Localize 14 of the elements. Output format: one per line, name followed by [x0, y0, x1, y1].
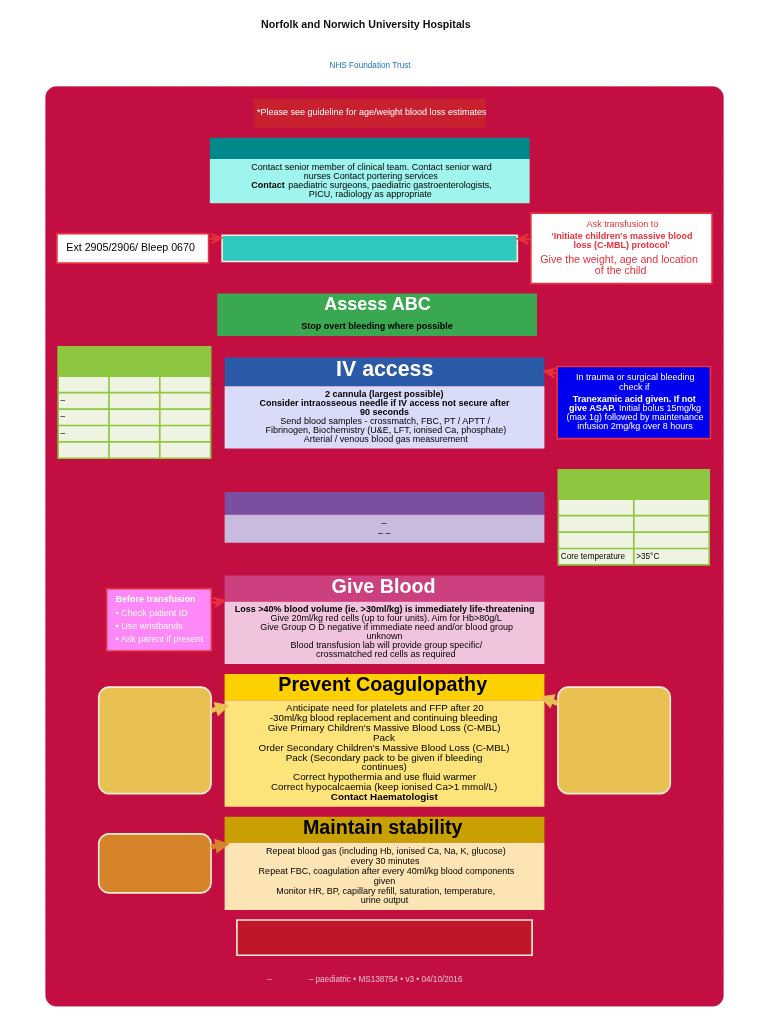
- label: – paediatric • MS138754 • v3 • 04/10/2016: [308, 974, 462, 984]
- label: NHS Foundation Trust: [329, 60, 411, 70]
- node-box: [97, 833, 212, 894]
- label: –: [266, 974, 272, 984]
- cluster: [44, 86, 724, 1007]
- node-box: [235, 919, 533, 957]
- node-box: [220, 234, 518, 263]
- arrow: [210, 597, 225, 609]
- label: *Please see guideline for age/weight blood loss estimates: [256, 107, 487, 118]
- node-box: Ext 2905/2906/ Bleep 0670: [55, 232, 209, 264]
- arrow: [516, 233, 531, 245]
- label: Norfolk and Norwich University Hospitals: [260, 18, 471, 31]
- node-box: [556, 686, 671, 795]
- node-box: [97, 686, 212, 795]
